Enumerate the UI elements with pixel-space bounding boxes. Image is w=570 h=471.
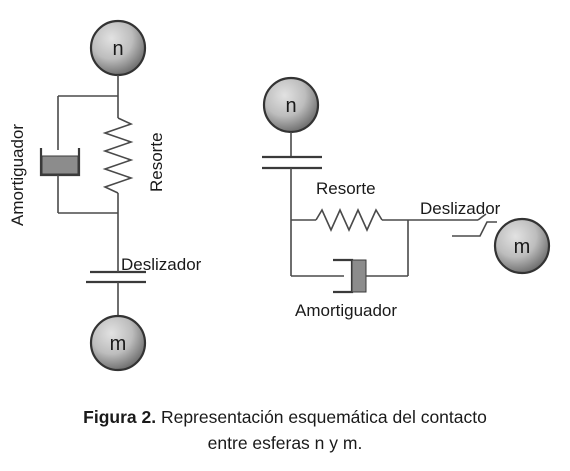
right-spring-label: Resorte <box>316 179 376 198</box>
left-ball-m: m <box>89 314 147 372</box>
right-slider-label: Deslizador <box>420 199 501 218</box>
left-spring-label: Resorte <box>147 132 166 192</box>
right-side-slider <box>452 213 497 237</box>
caption-figure-number: Figura 2. <box>83 407 157 427</box>
left-ball-n: n <box>89 19 147 77</box>
right-ball-n: n <box>262 76 320 134</box>
right-schematic: n m <box>262 76 551 320</box>
left-slider-label: Deslizador <box>121 255 202 274</box>
left-spring <box>102 96 134 258</box>
right-top-slider <box>262 155 322 170</box>
contact-schematic-diagram: n m <box>8 19 551 372</box>
caption-line-1: Figura 2. Representación esquemática del… <box>0 404 570 430</box>
left-damper-label: Amortiguador <box>8 124 27 226</box>
right-ball-n-label: n <box>285 95 296 117</box>
right-damper-label: Amortiguador <box>295 301 397 320</box>
left-schematic: n m <box>8 19 202 372</box>
caption-line-2: entre esferas n y m. <box>207 433 363 453</box>
left-ball-n-label: n <box>112 38 123 60</box>
right-ball-m: m <box>493 217 551 275</box>
figure-caption: Figura 2. Representación esquemática del… <box>0 404 570 456</box>
right-ball-m-label: m <box>514 236 531 258</box>
caption-text-1: Representación esquemática del contacto <box>160 407 487 427</box>
left-slider <box>86 258 146 318</box>
right-damper <box>291 258 408 294</box>
left-ball-m-label: m <box>110 333 127 355</box>
left-damper <box>39 96 81 213</box>
right-spring <box>291 208 408 232</box>
